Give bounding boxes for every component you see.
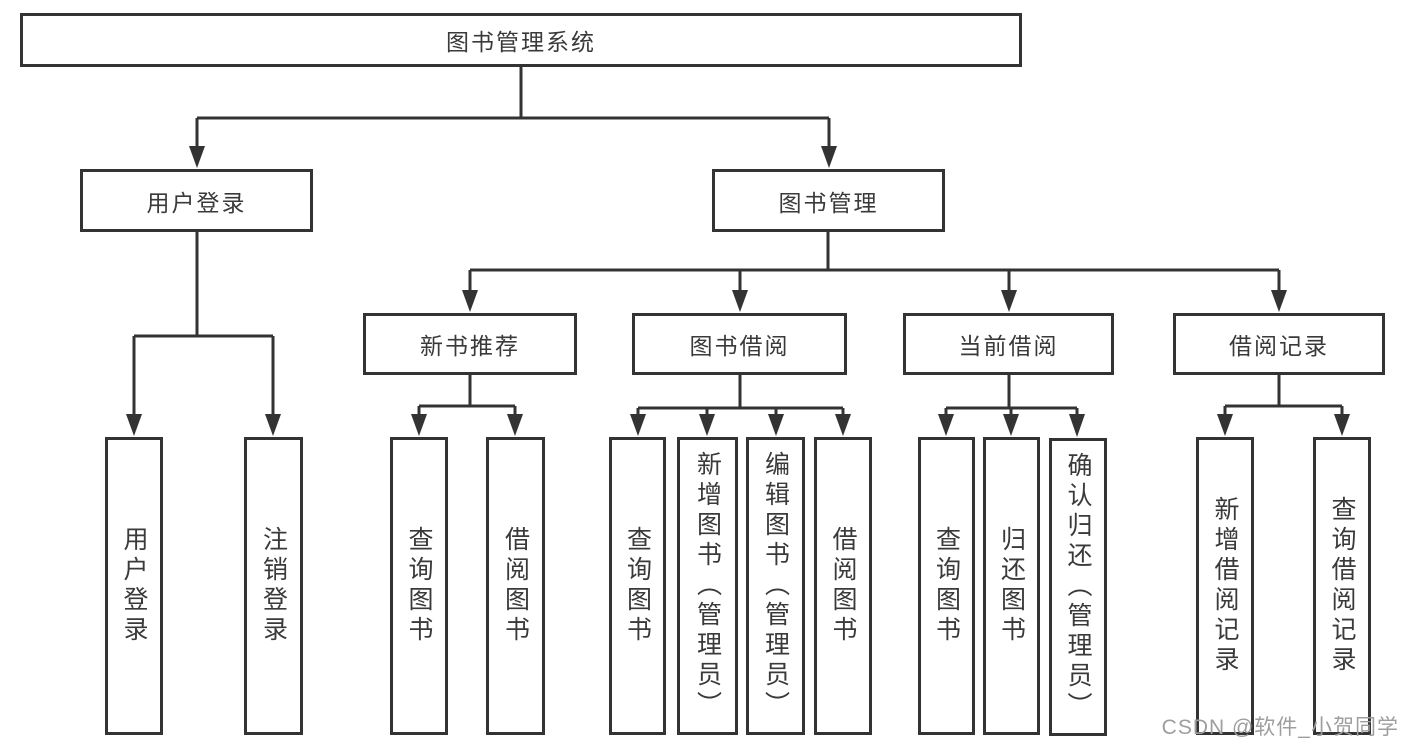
node-user-login-group: 用户登录 [80, 169, 313, 232]
arrowhead-icon [768, 414, 784, 436]
node-root-system: 图书管理系统 [20, 13, 1022, 67]
arrowhead-icon [411, 414, 427, 436]
arrowhead-icon [265, 414, 281, 436]
arrowhead-icon [630, 414, 646, 436]
watermark: CSDN @软件_小贺同学 [1161, 716, 1399, 739]
leaf-user-login: 用户登录 [105, 437, 163, 735]
connector-new-rec-to-leaves [411, 375, 523, 436]
arrowhead-icon [1003, 414, 1019, 436]
connector-book-mgmt-to-level3 [462, 232, 1287, 312]
arrowhead-icon [507, 414, 523, 436]
leaf-records-add-record: 新增借阅记录 [1196, 437, 1254, 735]
arrowhead-icon [835, 414, 851, 436]
node-book-borrow: 图书借阅 [632, 313, 847, 375]
arrowhead-icon [189, 146, 205, 168]
arrowhead-icon [1001, 290, 1017, 312]
arrowhead-icon [938, 414, 954, 436]
arrowhead-icon [699, 414, 715, 436]
arrowhead-icon [462, 290, 478, 312]
node-book-management-group: 图书管理 [712, 169, 945, 232]
leaf-current-return-book: 归还图书 [983, 437, 1040, 735]
arrowhead-icon [1069, 414, 1085, 437]
leaf-borrow-query-book: 查询图书 [609, 437, 666, 735]
connector-user-login-to-leaves [126, 232, 281, 436]
node-borrow-records: 借阅记录 [1173, 313, 1385, 375]
connector-current-to-leaves [938, 375, 1085, 437]
leaf-borrow-add-book-admin: 新增图书（管理员） [677, 437, 738, 735]
leaf-newrec-borrow-book: 借阅图书 [486, 437, 545, 735]
connector-root-to-level2 [189, 67, 837, 168]
leaf-records-query-record: 查询借阅记录 [1313, 437, 1371, 735]
leaf-borrow-edit-book-admin: 编辑图书（管理员） [746, 437, 805, 735]
arrowhead-icon [732, 290, 748, 312]
arrowhead-icon [1217, 414, 1233, 436]
leaf-current-confirm-return-admin: 确认归还（管理员） [1049, 438, 1107, 736]
connector-borrow-to-leaves [630, 375, 851, 436]
arrowhead-icon [1271, 290, 1287, 312]
leaf-current-query-book: 查询图书 [918, 437, 975, 735]
node-current-borrow: 当前借阅 [903, 313, 1114, 375]
connector-records-to-leaves [1217, 375, 1350, 436]
arrowhead-icon [821, 146, 837, 168]
arrowhead-icon [126, 414, 142, 436]
leaf-borrow-borrow-book: 借阅图书 [814, 437, 872, 735]
leaf-logout: 注销登录 [244, 437, 303, 735]
node-new-book-recommend: 新书推荐 [363, 313, 577, 375]
leaf-newrec-query-book: 查询图书 [390, 437, 448, 735]
arrowhead-icon [1334, 414, 1350, 436]
